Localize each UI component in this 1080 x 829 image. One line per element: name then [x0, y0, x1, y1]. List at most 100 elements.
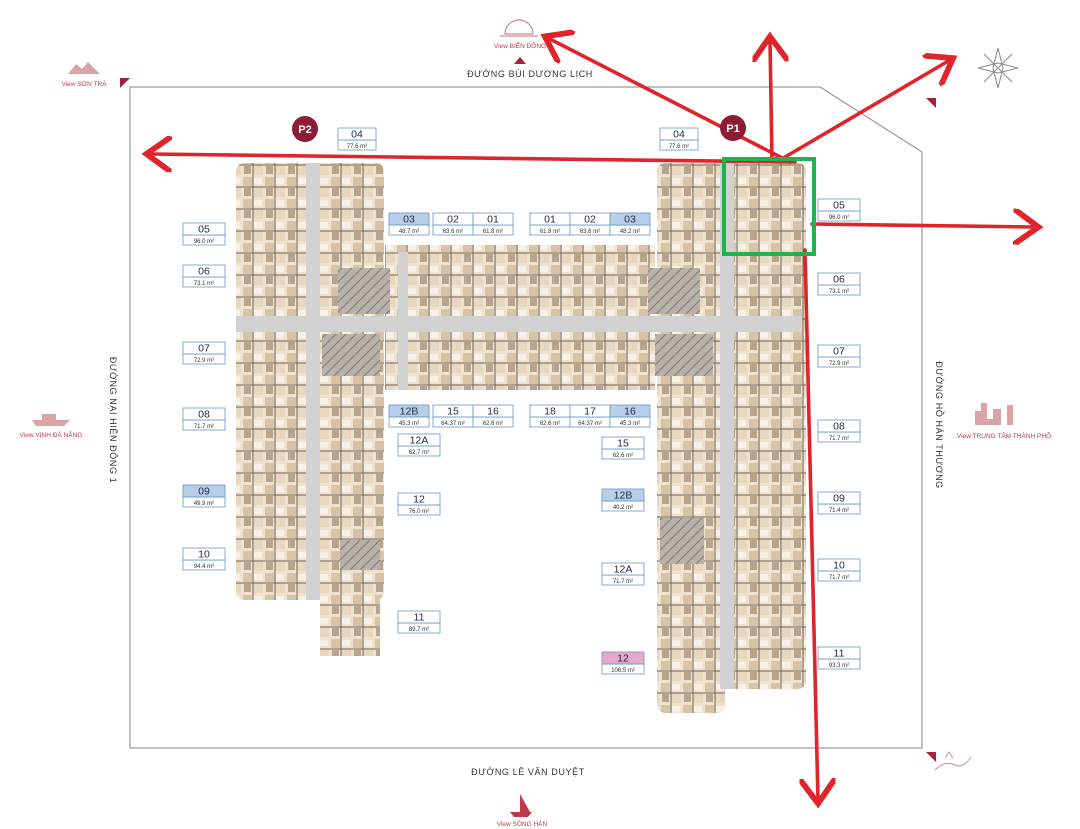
unit-number: 12 [413, 494, 425, 506]
unit-area-box [182, 353, 226, 365]
view-right-label: View TRUNG TÂM THÀNH PHỐ [957, 430, 1051, 440]
unit-area: 96.0 m² [829, 215, 849, 221]
unit-area-box [182, 234, 226, 246]
unit-area: 72.9 m² [829, 361, 849, 367]
unit-number: 03 [624, 214, 636, 226]
street-left: ĐƯỜNG NẠI HIÊN ĐÔNG 1 [108, 357, 118, 484]
view-right: View TRUNG TÂM THÀNH PHỐ [957, 403, 1051, 440]
unit-area: 45.3 m² [399, 421, 419, 427]
unit-area: 40.2 m² [613, 505, 633, 511]
unit-area-box [472, 224, 514, 236]
unit-number: 10 [833, 560, 845, 572]
unit-area-box [397, 504, 441, 516]
unit-number: 12A [614, 564, 633, 576]
unit-number: 04 [351, 129, 363, 141]
unit-number: 08 [198, 409, 210, 421]
unit-area-box [817, 503, 861, 515]
building-footprint [236, 163, 806, 713]
unit-label: 16 45.3 m² [609, 404, 651, 428]
unit-area: 93.3 m² [829, 663, 849, 669]
unit-area-box [601, 574, 645, 586]
marker-p2-label: P2 [298, 124, 311, 136]
sketch-icon [934, 751, 972, 771]
unit-number: 01 [487, 214, 499, 226]
unit-number: 16 [487, 406, 499, 418]
unit-number: 12 [617, 653, 629, 665]
street-right: ĐƯỜNG HỒ HÁN THƯƠNG [934, 361, 945, 489]
unit-number: 11 [834, 648, 845, 660]
unit-number: 17 [584, 406, 596, 418]
unit-area-box [817, 284, 861, 296]
unit-area: 62.7 m² [409, 450, 429, 456]
unit-number: 07 [833, 346, 845, 358]
boat-icon [510, 794, 532, 817]
unit-area: 71.7 m² [194, 424, 214, 430]
unit-area-box [659, 139, 699, 151]
ship-icon [32, 414, 70, 426]
site-boundary [129, 86, 923, 749]
unit-number: 01 [544, 214, 556, 226]
unit-area: 45.3 m² [620, 421, 640, 427]
marker-p2: P2 [292, 116, 318, 142]
marker-p1: P1 [720, 115, 746, 141]
unit-area: 89.7 m² [409, 627, 429, 633]
unit-number: 02 [584, 214, 596, 226]
unit-area: 63.6 m² [580, 229, 600, 235]
unit-area: 71.7 m² [829, 575, 849, 581]
city-icon [975, 403, 1013, 425]
unit-number: 03 [403, 214, 415, 226]
unit-label: 02 63.6 m² [569, 212, 611, 236]
unit-area-box [388, 416, 430, 428]
unit-number: 16 [624, 406, 636, 418]
unit-number: 02 [447, 214, 459, 226]
unit-area-box [817, 210, 861, 222]
unit-label: 08 71.7 m² [182, 407, 226, 431]
street-top: ĐƯỜNG BÙI DƯƠNG LỊCH [467, 69, 593, 79]
unit-number: 12A [410, 435, 429, 447]
arrow-east [810, 224, 1035, 227]
unit-area: 48.2 m² [620, 229, 640, 235]
unit-area-box [182, 276, 226, 288]
view-top-left: View SƠN TRÀ [61, 62, 107, 88]
boundary-corner-br [926, 752, 936, 762]
unit-number: 06 [833, 274, 845, 286]
unit-area-box [182, 559, 226, 571]
view-left: View VỊNH ĐÀ NẴNG [20, 414, 82, 439]
unit-number: 10 [198, 549, 210, 561]
boundary-corner-tr [926, 98, 936, 108]
unit-area-box [337, 139, 377, 151]
unit-area-box [388, 224, 430, 236]
unit-number: 09 [833, 493, 845, 505]
unit-area-box [472, 416, 514, 428]
arrow-northwest [548, 38, 792, 164]
boundary-corner-tl [120, 78, 130, 88]
unit-area-box [397, 622, 441, 634]
unit-area-box [817, 570, 861, 582]
compass-rose-icon [977, 47, 1019, 89]
unit-label: 17 64.37 m² [569, 404, 611, 428]
unit-area: 71.4 m² [829, 508, 849, 514]
unit-area: 72.9 m² [194, 358, 214, 364]
unit-area: 96.0 m² [194, 239, 214, 245]
unit-area-box [609, 224, 651, 236]
unit-area: 64.37 m² [578, 421, 602, 427]
unit-area: 71.7 m² [829, 436, 849, 442]
unit-number: 18 [544, 406, 556, 418]
